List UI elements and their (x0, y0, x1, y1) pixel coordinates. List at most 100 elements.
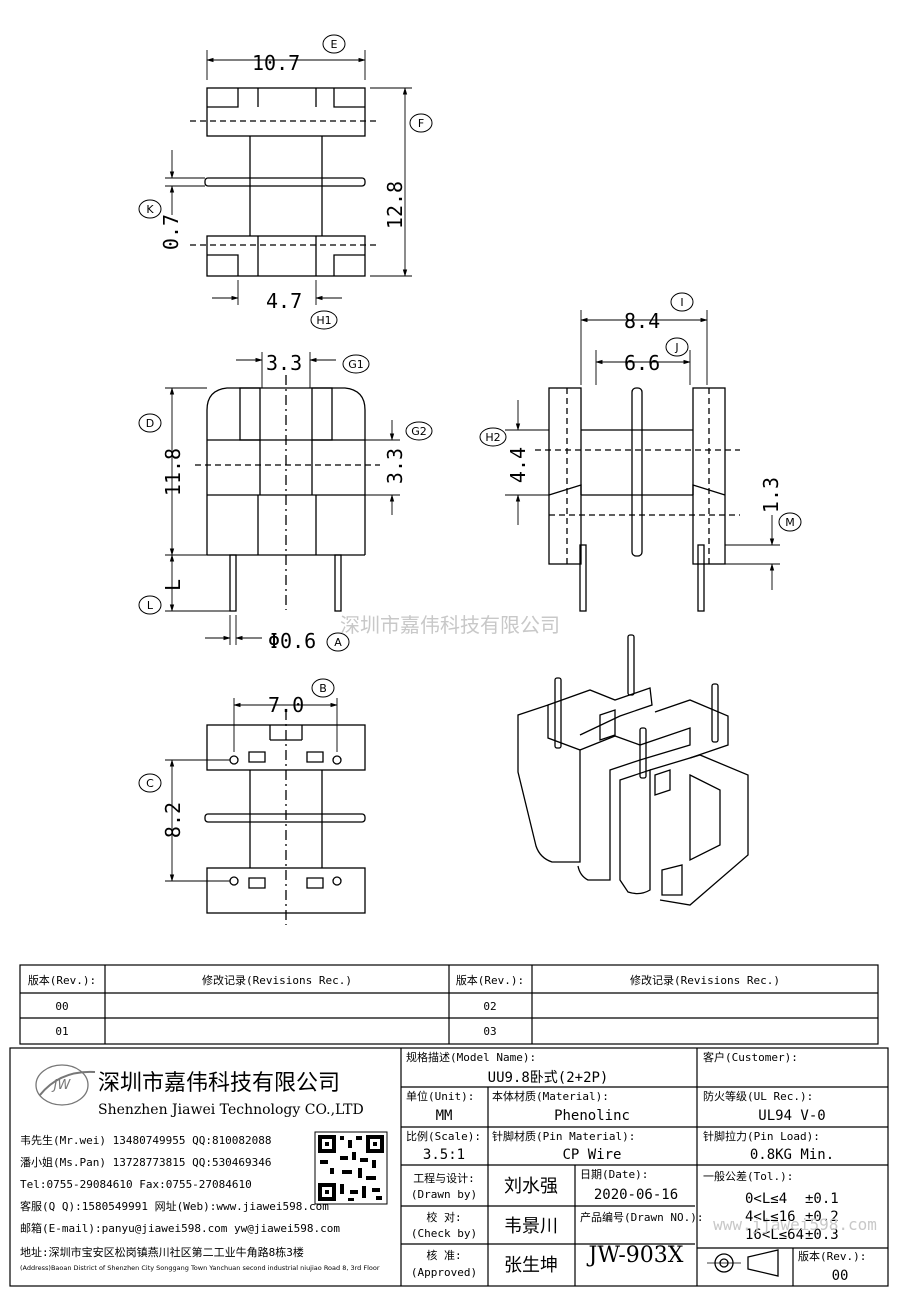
isometric-view (517, 634, 749, 906)
drawn-label-en: (Drawn by) (411, 1188, 477, 1201)
scale-label: 比例(Scale): (406, 1129, 481, 1143)
model-label: 规格描述(Model Name): (406, 1050, 536, 1064)
projection-symbol (707, 1249, 779, 1277)
unit-label: 单位(Unit): (406, 1089, 474, 1103)
top-view (165, 50, 412, 305)
revision-table: 版本(Rev.): 修改记录(Revisions Rec.) 版本(Rev.):… (28, 973, 780, 1038)
company-name-cn: 深圳市嘉伟科技有限公司 (98, 1071, 340, 1096)
ul-value: UL94 V-0 (758, 1108, 825, 1124)
dimension-tags (138, 34, 802, 793)
dim-pin-diameter: Φ0.6 (268, 629, 316, 653)
tol-range-3: 16<L≤64 (745, 1227, 804, 1243)
contact-5: 邮箱(E-mail):panyu@jiawei598.com yw@jiawei… (20, 1221, 340, 1235)
pin-material-label: 针脚材质(Pin Material): (492, 1129, 635, 1143)
rev-label: 版本(Rev.): (798, 1249, 866, 1263)
bottom-view (165, 698, 366, 925)
dim-side-width: 8.4 (624, 309, 660, 333)
dim-top-width: 10.7 (252, 51, 300, 75)
material-label: 本体材质(Material): (492, 1089, 609, 1103)
company-block: JW 深圳市嘉伟科技有限公司 Shenzhen Jiawei Technolog… (20, 1071, 380, 1272)
unit-value: MM (436, 1108, 453, 1124)
watermark: 深圳市嘉伟科技有限公司 (340, 613, 560, 637)
dim-side-inner: 6.6 (624, 351, 660, 375)
contact-1: 韦先生(Mr.wei) 13480749955 QQ:810082088 (20, 1133, 272, 1147)
tag-f: F (418, 117, 424, 130)
tol-range-2: 4<L≤16 (745, 1209, 796, 1225)
pin-load-label: 针脚拉力(Pin Load): (703, 1129, 820, 1143)
site-watermark: www.jjawei598.com (713, 1215, 877, 1234)
rev-label-left: 版本(Rev.): (28, 973, 96, 987)
tol-range-1: 0<L≤4 (745, 1191, 787, 1207)
material-value: Phenolinc (554, 1108, 630, 1124)
check-label: 校 对: (426, 1210, 461, 1224)
date-value: 2020-06-16 (594, 1187, 678, 1203)
tag-d: D (146, 417, 154, 430)
approved-label-en: (Approved) (411, 1266, 477, 1279)
dim-top-height: 12.8 (383, 181, 407, 229)
tag-i: I (680, 296, 683, 309)
drawn-label: 工程与设计: (413, 1172, 475, 1185)
company-name-en: Shenzhen Jiawei Technology CO.,LTD (98, 1102, 364, 1118)
tag-g1: G1 (348, 358, 364, 371)
logo-icon (35, 1064, 96, 1106)
tag-m: M (785, 516, 795, 529)
dim-slot: 4.7 (266, 289, 302, 313)
model-value: UU9.8卧式(2+2P) (488, 1070, 609, 1086)
customer-label: 客户(Customer): (703, 1050, 798, 1064)
dim-side-m: 1.3 (759, 477, 783, 513)
contact-3: Tel:0755-29084610 Fax:0755-27084610 (20, 1178, 252, 1191)
dim-front-height: 11.8 (161, 448, 185, 496)
scale-value: 3.5:1 (423, 1147, 465, 1163)
tag-k: K (146, 203, 154, 216)
pin-load-value: 0.8KG Min. (750, 1147, 834, 1163)
title-block-lines (9, 1047, 889, 1287)
dim-pin-length: L (161, 579, 185, 591)
rec-label-left: 修改记录(Revisions Rec.) (202, 973, 352, 987)
rev-row-1-left: 00 (55, 1000, 68, 1013)
tag-e: E (331, 38, 338, 51)
logo-text: JW (51, 1078, 72, 1093)
address-cn: 地址:深圳市宝安区松岗镇燕川社区第二工业牛角路8栋3楼 (20, 1245, 304, 1259)
rev-row-1-right: 02 (483, 1000, 496, 1013)
ul-label: 防火等级(UL Rec.): (703, 1089, 813, 1103)
rec-label-right: 修改记录(Revisions Rec.) (630, 973, 780, 987)
tol-value-1: ±0.1 (805, 1191, 839, 1207)
address-en: (Address)Baoan District of Shenzhen City… (20, 1264, 380, 1272)
drawn-value: 刘水强 (504, 1176, 558, 1197)
approved-value: 张生坤 (504, 1255, 558, 1276)
rev-row-2-left: 01 (55, 1025, 68, 1038)
front-view (165, 352, 400, 645)
dim-front-right: 3.3 (383, 448, 407, 484)
tag-j: J (674, 341, 678, 354)
tol-label: 一般公差(Tol.): (703, 1169, 793, 1183)
drawn-no-label: 产品编号(Drawn NO.): (580, 1210, 703, 1224)
date-label: 日期(Date): (580, 1168, 648, 1181)
rev-value: 00 (832, 1268, 849, 1284)
contact-4: 客服(Q Q):1580549991 网址(Web):www.jiawei598… (20, 1199, 329, 1213)
pin-material-value: CP Wire (562, 1147, 621, 1163)
dim-bottom-height: 8.2 (161, 802, 185, 838)
title-block: 规格描述(Model Name): UU9.8卧式(2+2P) 客户(Custo… (406, 1050, 877, 1284)
dimension-tag-text: E F K H1 G1 G2 D L A I J H2 M B C (146, 38, 795, 790)
revision-table-lines (19, 964, 879, 1045)
check-label-en: (Check by) (411, 1227, 477, 1240)
dim-front-top: 3.3 (266, 351, 302, 375)
rev-row-2-right: 03 (483, 1025, 496, 1038)
tag-a: A (334, 636, 342, 649)
tol-value-3: ±0.3 (805, 1227, 839, 1243)
drawn-no-value: JW-903X (587, 1243, 684, 1268)
tag-c: C (146, 777, 154, 790)
dimension-labels: 10.7 12.8 0.7 4.7 3.3 3.3 11.8 L Φ0.6 8.… (159, 51, 783, 838)
tag-l: L (147, 599, 154, 612)
dim-bottom-width: 7.0 (268, 693, 304, 717)
tol-value-2: ±0.2 (805, 1209, 839, 1225)
tag-b: B (319, 682, 327, 695)
dim-side-h: 4.4 (506, 447, 530, 483)
tag-h2: H2 (485, 431, 500, 444)
approved-label: 核 准: (426, 1248, 461, 1262)
rev-label-right: 版本(Rev.): (456, 973, 524, 987)
side-view (505, 310, 780, 612)
check-value: 韦景川 (504, 1216, 558, 1237)
qr-code-icon (314, 1131, 388, 1205)
